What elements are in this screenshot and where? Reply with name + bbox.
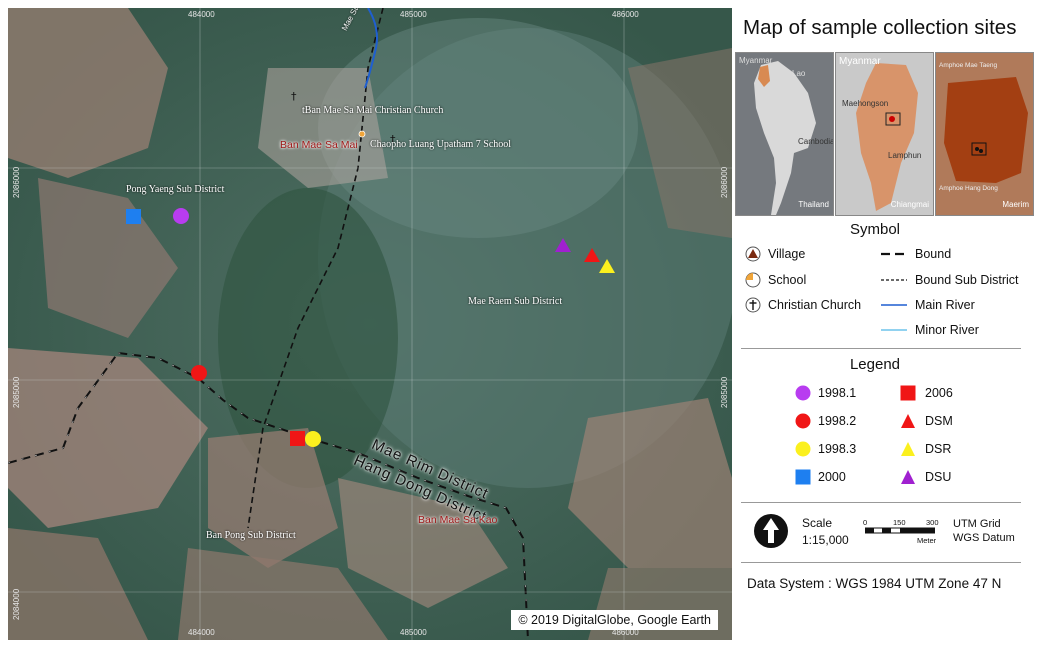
coord-right-2085000: 2085000 xyxy=(720,376,729,408)
pong-yaeng-sub-district-label: Pong Yaeng Sub District xyxy=(126,184,225,195)
inset-thailand: Myanmar Lao Cambodia Thailand xyxy=(735,52,834,216)
inset-chiangmai-maehongson: Maehongson xyxy=(842,99,889,108)
coord-left-2086000: 2086000 xyxy=(12,166,21,198)
grid-info-line1: UTM Grid xyxy=(953,518,1001,530)
legend-dsr-label: DSR xyxy=(925,442,952,456)
legend-dsu-label: DSU xyxy=(925,470,952,484)
bound-sub-district-line-icon xyxy=(881,279,907,281)
north-arrow-icon xyxy=(754,514,788,548)
main-river-line-icon xyxy=(881,304,907,306)
scale-ratio: 1:15,000 xyxy=(802,533,849,547)
coord-top-484000: 484000 xyxy=(188,10,215,19)
inset-maerim-caption: Maerim xyxy=(1002,200,1029,209)
marker-1998-1[interactable] xyxy=(173,208,189,224)
marker-dsu[interactable] xyxy=(555,238,571,252)
symbol-bound-label: Bound xyxy=(915,247,952,261)
inset-thailand-cambodia: Cambodia xyxy=(798,137,834,146)
bound-line-icon xyxy=(881,252,907,256)
legend-1998-2-circle-icon xyxy=(795,413,811,429)
scale-label: Scale xyxy=(802,516,833,530)
scale-bar-graphic xyxy=(865,527,935,534)
marker-1998-2[interactable] xyxy=(191,365,207,381)
legend-dsm-triangle-icon xyxy=(901,414,915,428)
inset-maerim: Amphoe Mae Taeng Amphoe Hang Dong Maerim xyxy=(935,52,1034,216)
school-icon xyxy=(745,272,761,288)
ban-pong-sub-district-label: Ban Pong Sub District xyxy=(206,530,296,541)
legend-dsr-triangle-icon xyxy=(901,442,915,456)
inset-thailand-myanmar: Myanmar xyxy=(739,56,773,65)
svg-text:†: † xyxy=(291,90,297,103)
legend-dsu-triangle-icon xyxy=(901,470,915,484)
legend-1998-1-circle-icon xyxy=(795,385,811,401)
christian-church-icon xyxy=(745,297,761,313)
symbol-main-river-label: Main River xyxy=(915,298,975,312)
coord-top-485000: 485000 xyxy=(400,10,427,19)
legend-1998-1-label: 1998.1 xyxy=(818,386,857,400)
village-label-ban-mae-sa-kao: Ban Mae Sa Kao xyxy=(418,514,498,526)
scale-tick-0: 0 xyxy=(863,518,868,527)
church-label: tBan Mae Sa Mai Christian Church xyxy=(302,105,444,116)
map-imagery: † † xyxy=(8,8,732,640)
coord-left-2085000: 2085000 xyxy=(12,376,21,408)
divider-1 xyxy=(741,348,1021,349)
symbol-church-label: Christian Church xyxy=(768,298,862,312)
mae-raem-sub-district-label: Mae Raem Sub District xyxy=(468,296,563,307)
inset-thailand-caption: Thailand xyxy=(798,200,829,209)
inset-maerim-mae-taeng: Amphoe Mae Taeng xyxy=(939,62,998,69)
coord-bottom-486000: 486000 xyxy=(612,628,639,637)
data-system-text: Data System : WGS 1984 UTM Zone 47 N xyxy=(747,576,1002,591)
marker-1998-3[interactable] xyxy=(305,431,321,447)
scale-tick-150: 150 xyxy=(893,518,906,527)
symbol-bound-sub-label: Bound Sub District xyxy=(915,273,1019,287)
inset-maerim-hang-dong: Amphoe Hang Dong xyxy=(939,185,998,192)
legend-1998-3-circle-icon xyxy=(795,441,811,457)
scale-tick-300: 300 xyxy=(926,518,939,527)
coord-top-486000: 486000 xyxy=(612,10,639,19)
marker-2000[interactable] xyxy=(126,209,141,224)
school-label: Chaopho Luang Upatham 7 School xyxy=(370,139,512,150)
marker-dsr[interactable] xyxy=(599,259,615,273)
marker-dsm[interactable] xyxy=(584,248,600,262)
inset-chiangmai-myanmar: Myanmar xyxy=(839,56,881,67)
inset-thailand-lao: Lao xyxy=(792,69,806,78)
legend-1998-3-label: 1998.3 xyxy=(818,442,857,456)
coord-bottom-485000: 485000 xyxy=(400,628,427,637)
symbol-heading: Symbol xyxy=(849,221,901,238)
coord-bottom-484000: 484000 xyxy=(188,628,215,637)
legend-2000-label: 2000 xyxy=(818,470,846,484)
legend-heading: Legend xyxy=(849,356,901,373)
legend-panel: Map of sample collection sites Myanmar L… xyxy=(735,0,1040,645)
symbol-school-label: School xyxy=(768,273,807,287)
legend-2006-square-icon xyxy=(900,385,916,401)
minor-river-line-icon xyxy=(881,329,907,331)
inset-chiangmai-lamphun: Lamphun xyxy=(888,151,922,160)
legend-1998-2-label: 1998.2 xyxy=(818,414,857,428)
scale-unit: Meter xyxy=(917,536,937,545)
legend-dsm-label: DSM xyxy=(925,414,953,428)
divider-3 xyxy=(741,562,1021,563)
symbol-minor-river-label: Minor River xyxy=(915,323,979,337)
village-icon xyxy=(745,246,761,262)
svg-text:†: † xyxy=(390,133,396,146)
coord-right-2086000: 2086000 xyxy=(720,166,729,198)
copyright-notice: © 2019 DigitalGlobe, Google Earth xyxy=(511,610,718,630)
village-label-ban-mae-sa-mai: Ban Mae Sa Mai xyxy=(280,139,358,151)
marker-2006[interactable] xyxy=(290,431,305,446)
satellite-map[interactable]: † † tBan Mae Sa Mai Christian Church Ban… xyxy=(8,8,732,640)
divider-2 xyxy=(741,502,1021,503)
coord-left-2084000: 2084000 xyxy=(12,588,21,620)
inset-chiangmai-caption: Chiangmai xyxy=(890,200,929,209)
legend-2000-square-icon xyxy=(795,469,811,485)
symbol-village-label: Village xyxy=(768,247,806,261)
grid-info-line2: WGS Datum xyxy=(953,532,1015,544)
inset-chiangmai: Myanmar Maehongson Lamphun Chiangmai xyxy=(835,52,934,216)
panel-title: Map of sample collection sites xyxy=(743,16,1017,39)
legend-2006-label: 2006 xyxy=(925,386,953,400)
